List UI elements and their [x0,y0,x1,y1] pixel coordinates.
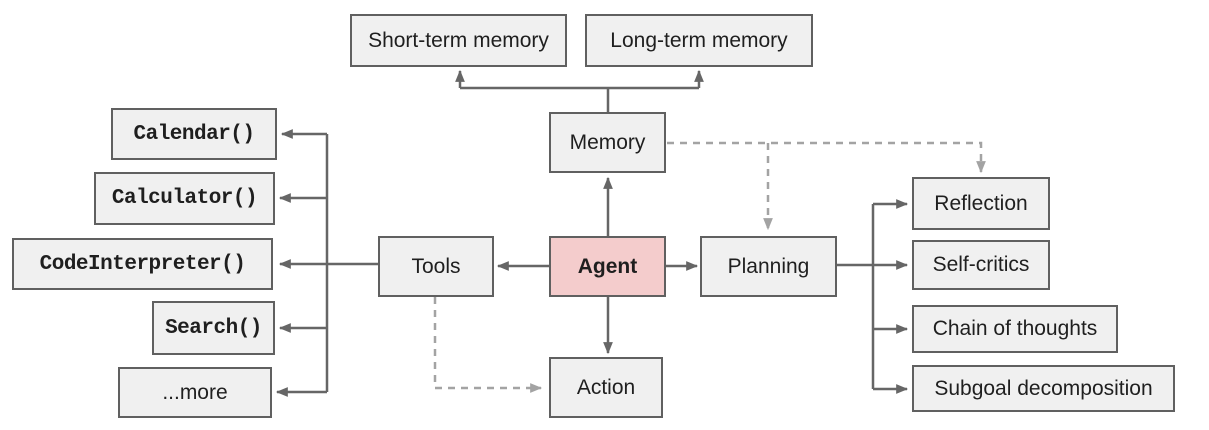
node-short-term-memory: Short-term memory [350,14,567,67]
node-search: Search() [152,301,275,355]
node-calculator: Calculator() [94,172,275,225]
edge-tools-dashed-to-action [433,297,543,393]
node-subgoal-decomposition: Subgoal decomposition [912,365,1175,412]
edge-memory-dashed-to-reflection [667,141,986,174]
node-planning: Planning [700,236,837,297]
node-self-critics: Self-critics [912,240,1050,290]
edge-planning-trunk [837,204,875,389]
node-reflection: Reflection [912,177,1050,230]
node-memory: Memory [549,112,666,173]
edge-tools-trunk [325,134,378,392]
node-code-interpreter: CodeInterpreter() [12,238,273,290]
node-tools: Tools [378,236,494,297]
node-action: Action [549,357,663,418]
node-more: ...more [118,367,272,418]
node-calendar: Calendar() [111,108,277,160]
node-agent: Agent [549,236,666,297]
node-long-term-memory: Long-term memory [585,14,813,67]
edge-memory-stem [460,86,699,112]
node-chain-of-thoughts: Chain of thoughts [912,305,1118,353]
